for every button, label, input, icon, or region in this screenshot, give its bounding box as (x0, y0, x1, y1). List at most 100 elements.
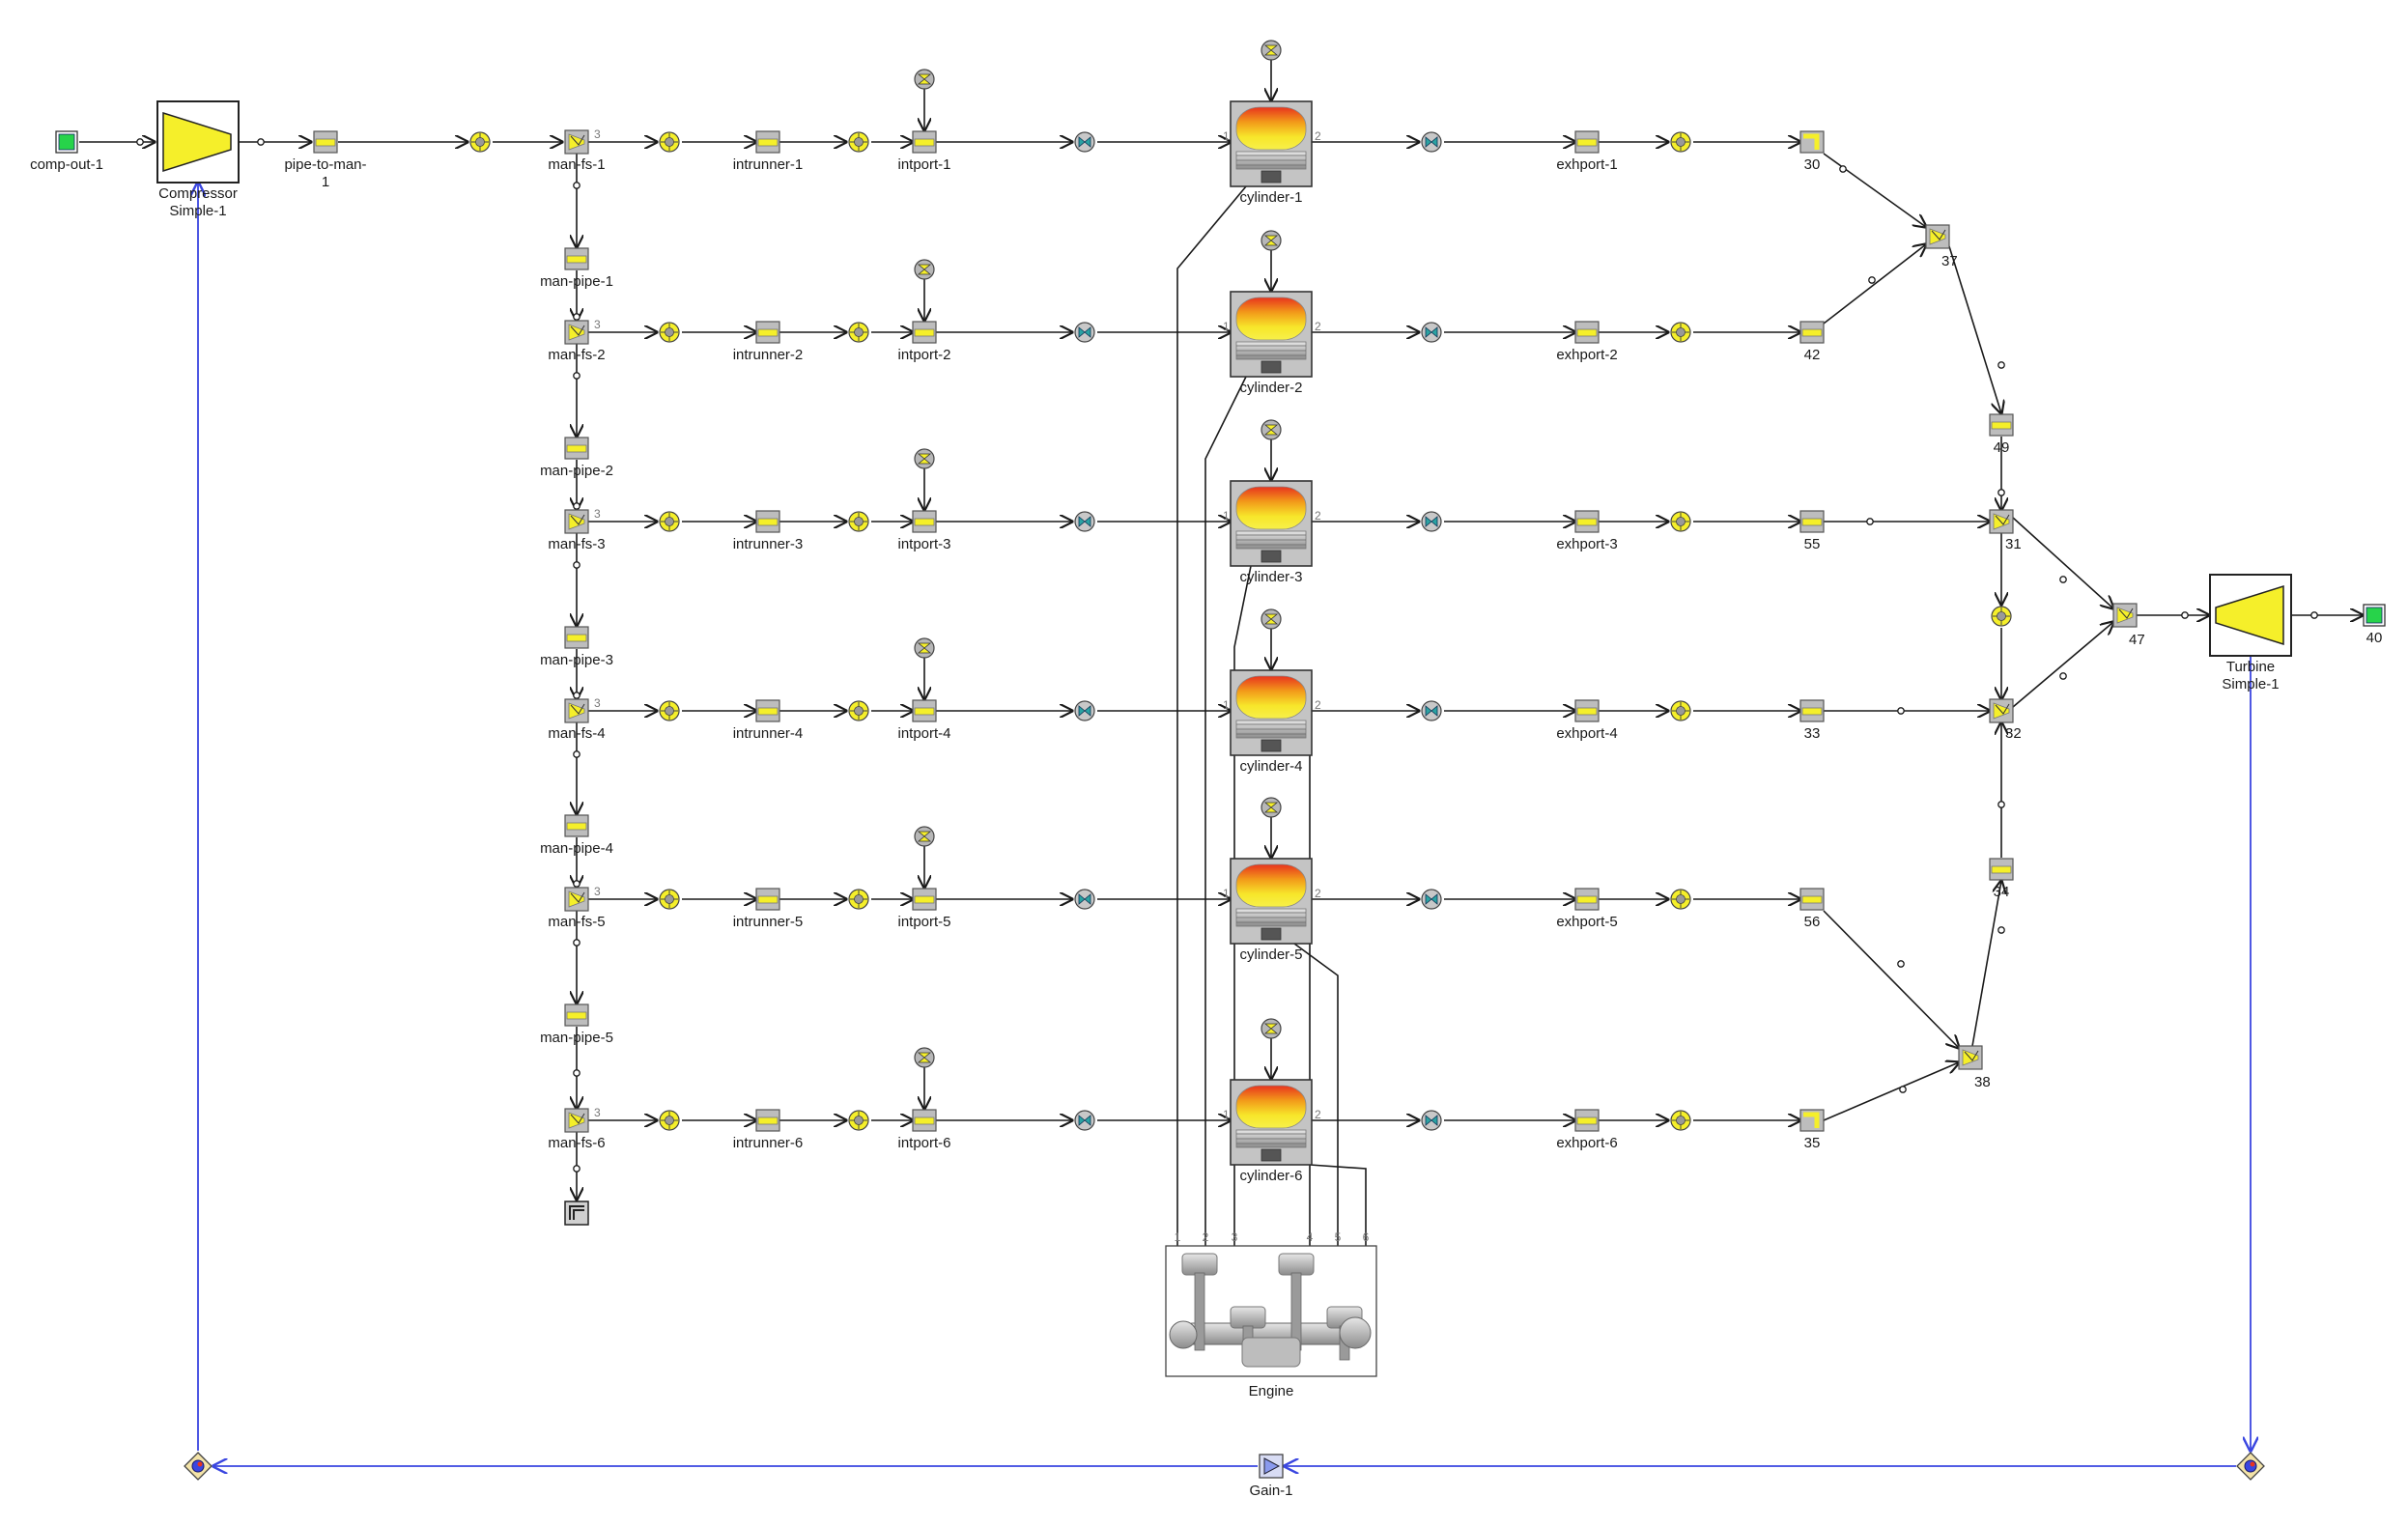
cylinder-5-cylinder[interactable] (1230, 858, 1313, 945)
cylinder-3-fuel-injector[interactable] (1261, 419, 1282, 440)
exhaust-valve-4-valve[interactable] (1421, 700, 1442, 721)
turbine-simple-1[interactable] (2209, 574, 2292, 657)
exhaust-valve-5-valve[interactable] (1421, 889, 1442, 910)
intport-4-fuel-injector[interactable] (914, 637, 935, 659)
33-pipe[interactable] (1799, 699, 1825, 722)
intport-5-fuel-injector[interactable] (914, 826, 935, 847)
exhaust-valve-1-valve[interactable] (1421, 131, 1442, 153)
man-fs-3-flowsplit[interactable] (564, 509, 589, 534)
exhport-2-pipe[interactable] (1574, 321, 1600, 344)
intport-1-pipe[interactable] (912, 130, 937, 154)
junction-32-flowsplit[interactable] (1989, 698, 2014, 723)
cylinder-4-fuel-injector[interactable] (1261, 608, 1282, 630)
junction-37-flowsplit[interactable] (1925, 224, 1950, 249)
exh-orifice-3-orifice[interactable] (1670, 511, 1691, 532)
exh-orifice-4-orifice[interactable] (1670, 700, 1691, 721)
comp-out-1-end-environment[interactable] (55, 130, 78, 154)
cylinder-3-cylinder[interactable] (1230, 480, 1313, 567)
cylinder-2-fuel-injector[interactable] (1261, 230, 1282, 251)
cylinder-1-cylinder[interactable] (1230, 100, 1313, 187)
exh-orifice-5-orifice[interactable] (1670, 889, 1691, 910)
intport-2-pipe[interactable] (912, 321, 937, 344)
cylinder-1-fuel-injector[interactable] (1261, 40, 1282, 61)
intrunner-4-pipe[interactable] (755, 699, 780, 722)
man-fs-2-flowsplit[interactable] (564, 320, 589, 345)
port-inlet-1-orifice[interactable] (848, 131, 869, 153)
exh-orifice-1-orifice[interactable] (1670, 131, 1691, 153)
cylinder-4-cylinder[interactable] (1230, 669, 1313, 756)
runner-inlet-5-orifice[interactable] (659, 889, 680, 910)
intport-5-pipe[interactable] (912, 888, 937, 911)
exhport-6-pipe[interactable] (1574, 1109, 1600, 1132)
intrunner-2-pipe[interactable] (755, 321, 780, 344)
man-fs-5-flowsplit[interactable] (564, 887, 589, 912)
exh-orifice-6-orifice[interactable] (1670, 1110, 1691, 1131)
runner-inlet-6-orifice[interactable] (659, 1110, 680, 1131)
port-inlet-4-orifice[interactable] (848, 700, 869, 721)
runner-inlet-1-orifice[interactable] (659, 131, 680, 153)
gain-1[interactable] (1259, 1454, 1284, 1479)
cylinder-6-fuel-injector[interactable] (1261, 1018, 1282, 1039)
intport-3-pipe[interactable] (912, 510, 937, 533)
42-pipe[interactable] (1799, 321, 1825, 344)
port-inlet-6-orifice[interactable] (848, 1110, 869, 1131)
exh-orifice-2-orifice[interactable] (1670, 322, 1691, 343)
junction-orifice-orifice[interactable] (1991, 606, 2012, 627)
junction-49-pipe[interactable] (1989, 413, 2014, 437)
man-fs-6-flowsplit[interactable] (564, 1108, 589, 1133)
port-inlet-5-orifice[interactable] (848, 889, 869, 910)
exhport-1-pipe[interactable] (1574, 130, 1600, 154)
sensor-turbine[interactable] (2236, 1452, 2265, 1481)
man-pipe-2-pipe[interactable] (564, 437, 589, 460)
junction-47-flowsplit[interactable] (2112, 603, 2138, 628)
intrunner-6-pipe[interactable] (755, 1109, 780, 1132)
intake-valve-6-valve[interactable] (1074, 1110, 1095, 1131)
compressor-simple-1[interactable] (156, 100, 240, 184)
intport-6-fuel-injector[interactable] (914, 1047, 935, 1068)
turbine-out-40-end-environment[interactable] (2363, 604, 2386, 627)
intake-valve-2-valve[interactable] (1074, 322, 1095, 343)
man-fs-1-flowsplit[interactable] (564, 129, 589, 155)
junction-38-flowsplit[interactable] (1958, 1045, 1983, 1070)
port-inlet-2-orifice[interactable] (848, 322, 869, 343)
35-pipe[interactable] (1799, 1109, 1825, 1132)
man-pipe-5-pipe[interactable] (564, 1003, 589, 1027)
dead-end-cap[interactable] (564, 1201, 589, 1226)
man-pipe-4-pipe[interactable] (564, 814, 589, 837)
intake-valve-5-valve[interactable] (1074, 889, 1095, 910)
exhaust-valve-2-valve[interactable] (1421, 322, 1442, 343)
intport-6-pipe[interactable] (912, 1109, 937, 1132)
exhport-3-pipe[interactable] (1574, 510, 1600, 533)
actuator-compressor[interactable] (184, 1452, 212, 1481)
runner-inlet-2-orifice[interactable] (659, 322, 680, 343)
intrunner-1-pipe[interactable] (755, 130, 780, 154)
intport-3-fuel-injector[interactable] (914, 448, 935, 469)
exhport-5-pipe[interactable] (1574, 888, 1600, 911)
runner-inlet-3-orifice[interactable] (659, 511, 680, 532)
56-pipe[interactable] (1799, 888, 1825, 911)
exhaust-valve-6-valve[interactable] (1421, 1110, 1442, 1131)
engine-crank-train[interactable] (1165, 1245, 1377, 1377)
man-pipe-3-pipe[interactable] (564, 626, 589, 649)
pre-manifold-orifice[interactable] (469, 131, 491, 153)
exhaust-valve-3-valve[interactable] (1421, 511, 1442, 532)
intport-2-fuel-injector[interactable] (914, 259, 935, 280)
port-inlet-3-orifice[interactable] (848, 511, 869, 532)
junction-34-pipe[interactable] (1989, 858, 2014, 881)
intake-valve-1-valve[interactable] (1074, 131, 1095, 153)
intport-1-fuel-injector[interactable] (914, 69, 935, 90)
intake-valve-4-valve[interactable] (1074, 700, 1095, 721)
cylinder-5-fuel-injector[interactable] (1261, 797, 1282, 818)
exhport-4-pipe[interactable] (1574, 699, 1600, 722)
cylinder-6-cylinder[interactable] (1230, 1079, 1313, 1166)
30-pipe[interactable] (1799, 130, 1825, 154)
cylinder-2-cylinder[interactable] (1230, 291, 1313, 378)
intrunner-5-pipe[interactable] (755, 888, 780, 911)
intrunner-3-pipe[interactable] (755, 510, 780, 533)
junction-31-flowsplit[interactable] (1989, 509, 2014, 534)
intport-4-pipe[interactable] (912, 699, 937, 722)
intake-valve-3-valve[interactable] (1074, 511, 1095, 532)
pipe-to-man-1-pipe[interactable] (313, 130, 338, 154)
man-fs-4-flowsplit[interactable] (564, 698, 589, 723)
man-pipe-1-pipe[interactable] (564, 247, 589, 270)
